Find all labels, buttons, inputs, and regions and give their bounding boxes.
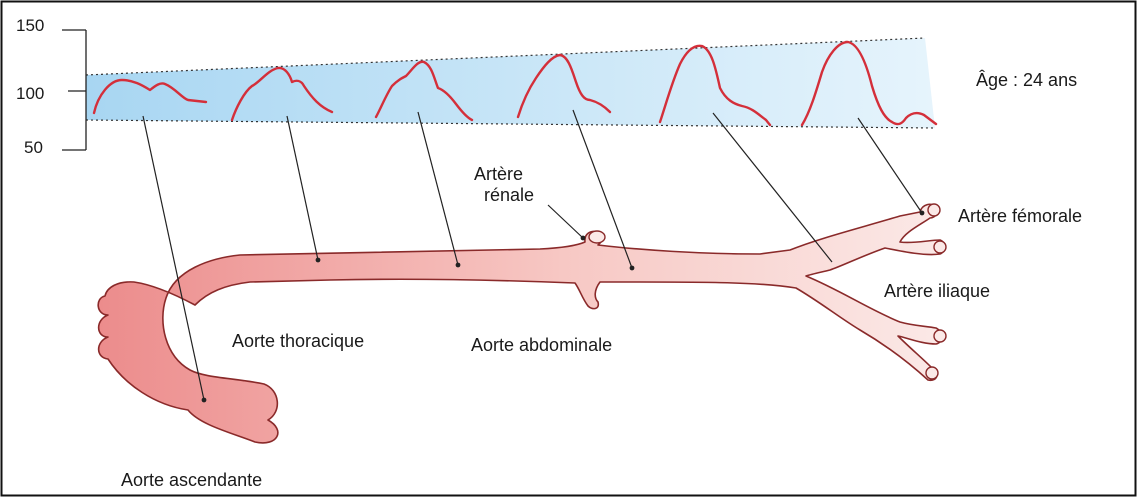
iliaque-upper-cap (934, 330, 946, 342)
scale-tick-150: 150 (16, 16, 44, 35)
site-dot-4 (630, 266, 635, 271)
label-aorte-ascendante: Aorte ascendante (121, 470, 262, 490)
connector-line-5 (713, 113, 832, 262)
scale-tick-50: 50 (24, 138, 43, 157)
label-artere-femorale: Artère fémorale (958, 206, 1082, 226)
pressure-scale (62, 30, 86, 150)
connector-line-3 (418, 112, 458, 265)
label-artere-renale-line1: Artère (474, 164, 523, 184)
connector-line-2 (287, 116, 318, 260)
femoral-upper-cap (928, 204, 940, 216)
site-dot-renal (581, 236, 586, 241)
iliaque-lower-cap (926, 367, 938, 379)
label-aorte-abdominale: Aorte abdominale (471, 335, 612, 355)
aorta-artery (98, 204, 944, 443)
label-artere-iliaque: Artère iliaque (884, 281, 990, 301)
site-dot-6 (920, 211, 925, 216)
age-label: Âge : 24 ans (976, 70, 1077, 90)
site-dot-1 (202, 398, 207, 403)
scale-tick-100: 100 (16, 84, 44, 103)
label-artere-renale-line2: rénale (484, 185, 534, 205)
femoral-lower-cap (934, 241, 946, 253)
renal-branch-cap (589, 231, 605, 243)
renal-label-leader (548, 205, 583, 238)
connector-line-6 (858, 118, 922, 213)
label-aorte-thoracique: Aorte thoracique (232, 331, 364, 351)
site-dot-2 (316, 258, 321, 263)
site-dot-3 (456, 263, 461, 268)
